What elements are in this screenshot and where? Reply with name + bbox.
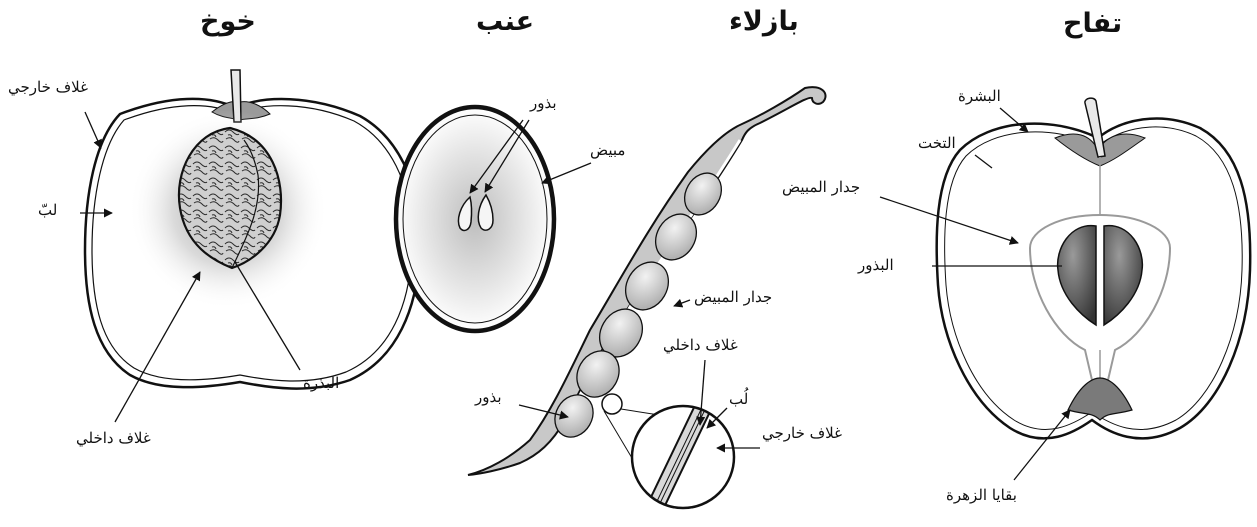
pea-label-ovary-wall: جدار المبيض xyxy=(694,290,772,305)
grape-cross-section xyxy=(396,107,554,331)
peach-label-exocarp: غلاف خارجي xyxy=(8,80,88,95)
pea-label-mesocarp: لُب xyxy=(729,392,748,407)
apple-label-skin: البشرة xyxy=(958,89,1001,104)
apple-label-seeds: البذور xyxy=(858,258,894,273)
peach-title: خوخ xyxy=(200,8,256,35)
peach-label-mesocarp: لبّ xyxy=(38,203,57,218)
pea-zoom-marker xyxy=(602,394,622,414)
leader-peach-exocarp xyxy=(85,112,101,148)
peach-figure xyxy=(85,70,420,389)
apple-label-receptacle: التخت xyxy=(918,136,956,151)
peach-label-endocarp: غلاف داخلي xyxy=(76,431,151,446)
leader-pea-ovary-wall xyxy=(674,300,690,306)
grape-figure xyxy=(396,107,554,331)
apple-label-ovary-wall: جدار المبيض xyxy=(782,180,860,195)
grape-title: عنب xyxy=(476,8,534,35)
pea-label-endocarp: غلاف داخلي xyxy=(663,338,738,353)
pea-label-exocarp: غلاف خارجي xyxy=(762,426,842,441)
pea-title: بازلاء xyxy=(729,8,799,35)
pea-wall-magnified xyxy=(630,395,740,520)
peach-label-seed: البذرة xyxy=(303,376,339,391)
grape-label-ovary: مبيض xyxy=(590,143,625,158)
grape-label-seeds: بذور xyxy=(530,96,557,111)
pea-label-seeds: بذور xyxy=(475,390,502,405)
apple-title: تفاح xyxy=(1063,10,1122,37)
apple-label-flower-remains: بقايا الزهرة xyxy=(946,488,1017,503)
apple-figure xyxy=(937,98,1251,438)
